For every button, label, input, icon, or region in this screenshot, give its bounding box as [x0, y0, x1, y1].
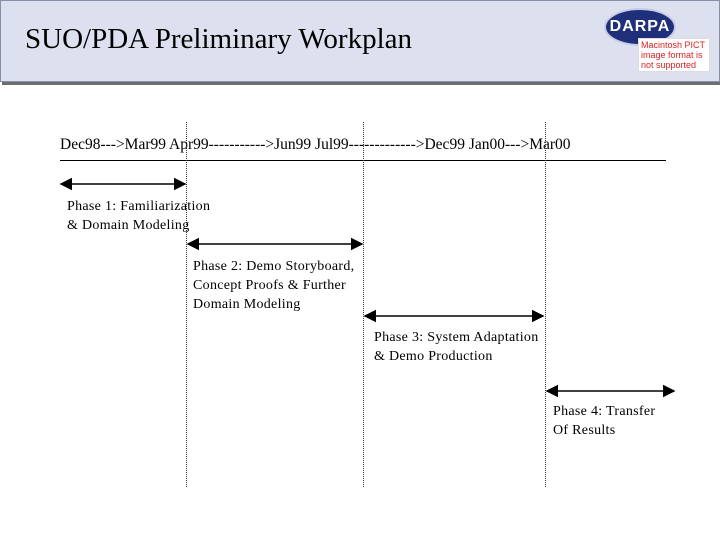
phase-1-label: Phase 1: Familiarization & Domain Modelin…	[67, 197, 210, 235]
title-bar: SUO/PDA Preliminary Workplan	[0, 0, 720, 82]
phase-2-label: Phase 2: Demo Storyboard, Concept Proofs …	[193, 257, 354, 314]
timeline-periods: Dec98--->Mar99 Apr99----------->Jun99 Ju…	[60, 136, 571, 153]
phase-3-label: Phase 3: System Adaptation & Demo Product…	[374, 328, 539, 366]
phase-1-line-2: & Domain Modeling	[67, 218, 190, 233]
phase-2-line-3: Domain Modeling	[193, 297, 301, 312]
pict-unsupported-notice: Macintosh PICT image format is not suppo…	[638, 38, 710, 72]
phase-3-line-1: Phase 3: System Adaptation	[374, 330, 539, 345]
phase-1-line-1: Phase 1: Familiarization	[67, 199, 211, 214]
phase-divider-1	[186, 122, 187, 487]
phase-4-line-1: Phase 4: Transfer	[553, 404, 656, 419]
phase-2-line-2: Concept Proofs & Further	[193, 278, 347, 293]
phase-divider-2	[363, 122, 364, 487]
phase-4-line-2: Of Results	[553, 423, 616, 438]
phase-2-line-1: Phase 2: Demo Storyboard,	[193, 259, 355, 274]
phase-divider-3	[545, 122, 546, 487]
slide-title: SUO/PDA Preliminary Workplan	[25, 23, 413, 55]
phase-3-line-2: & Demo Production	[374, 349, 493, 364]
phase-4-label: Phase 4: Transfer Of Results	[553, 402, 655, 440]
